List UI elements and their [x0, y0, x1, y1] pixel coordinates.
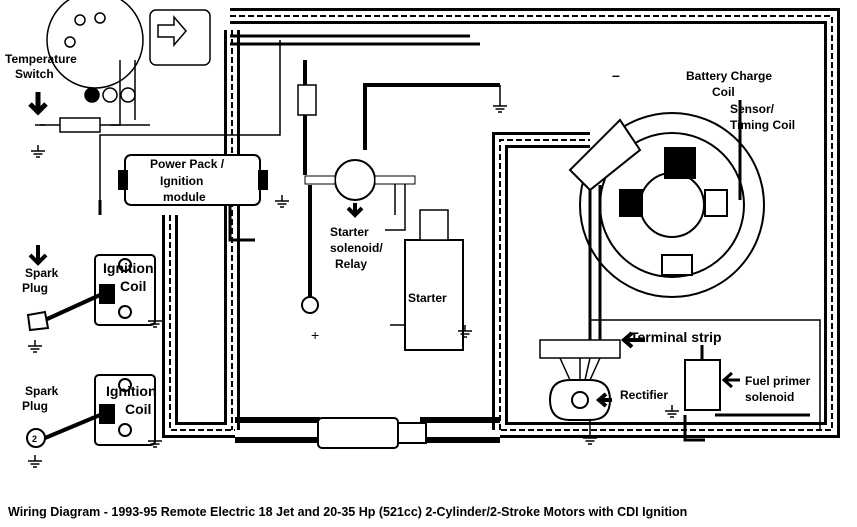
terminal-strip [539, 319, 821, 430]
label-temperature-switch-1: Temperature [5, 52, 77, 66]
label-spark-plug-2b: Plug [22, 399, 48, 413]
label-spark-plug-2a: Spark [25, 384, 59, 398]
label-ignition-coil-1a: Ignition [103, 260, 154, 276]
label-sensor-coil-2: Timing Coil [730, 118, 795, 132]
rectifier [548, 357, 612, 432]
label-power-pack-1: Power Pack / [150, 157, 225, 171]
label-spark-plug-1a: Spark [25, 266, 59, 280]
stator [568, 112, 765, 298]
label-starter-solenoid-3: Relay [335, 257, 367, 271]
label-starter-solenoid-2: solenoid/ [330, 241, 383, 255]
label-spark-plug-1b: Plug [22, 281, 48, 295]
label-power-pack-3: module [163, 190, 206, 204]
fuel-primer-solenoid [683, 345, 810, 442]
label-ignition-coil-2b: Coil [125, 401, 151, 417]
label-battery-negative: – [612, 67, 620, 83]
label-terminal-strip: Terminal strip [630, 329, 722, 345]
ignition-coil-2 [26, 374, 156, 448]
label-starter: Starter [408, 291, 447, 305]
label-ignition-coil-2a: Ignition [106, 383, 157, 399]
label-sensor-coil-1: Sensor/ [730, 102, 775, 116]
starter-solenoid [297, 60, 500, 314]
label-battery-positive: + [311, 327, 319, 343]
ignition-coil-1 [26, 254, 156, 332]
label-battery-charge-coil-2: Coil [712, 85, 735, 99]
label-spark-plug-2-number: 2 [32, 434, 37, 444]
label-starter-solenoid-1: Starter [330, 225, 369, 239]
wire-harness [162, 8, 840, 438]
label-rectifier: Rectifier [620, 388, 668, 402]
power-pack [118, 154, 268, 206]
key-switch-connector [46, 0, 211, 103]
label-power-pack-2: Ignition [160, 174, 203, 188]
label-ignition-coil-1b: Coil [120, 278, 146, 294]
starter-motor [390, 209, 464, 351]
diagram-caption: Wiring Diagram - 1993-95 Remote Electric… [8, 505, 687, 519]
label-temperature-switch-2: Switch [15, 67, 54, 81]
label-battery-charge-coil-1: Battery Charge [686, 69, 772, 83]
component-labels: Temperature Switch Power Pack / Ignition… [5, 52, 811, 444]
label-fuel-primer-1: Fuel primer [745, 374, 811, 388]
harness-connector [235, 417, 500, 449]
label-fuel-primer-2: solenoid [745, 390, 794, 404]
